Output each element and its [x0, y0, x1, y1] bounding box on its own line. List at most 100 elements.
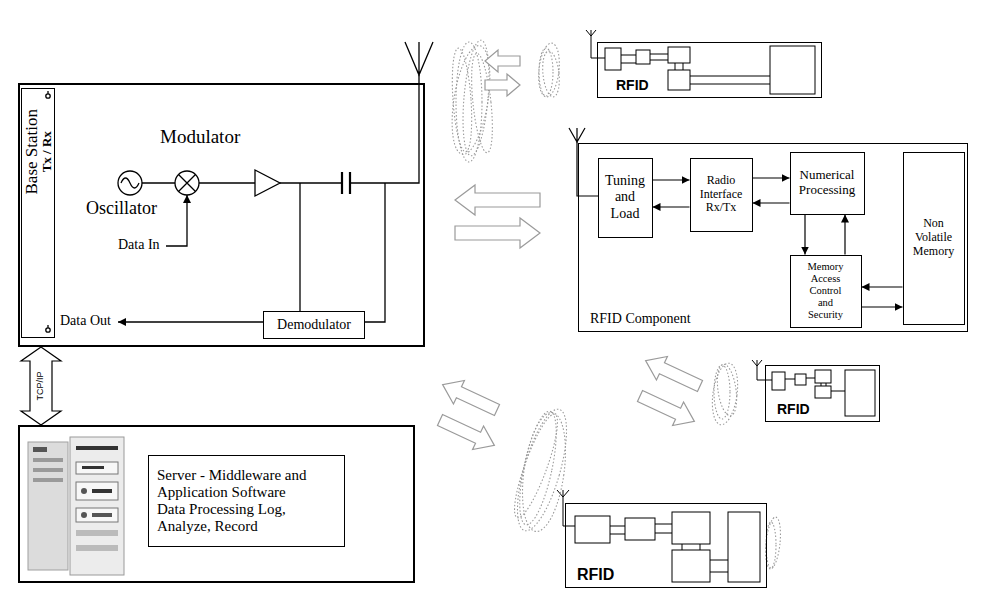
server-icon — [81, 512, 87, 518]
signal-wire — [280, 182, 342, 183]
signal-name: Data Out — [60, 313, 111, 329]
tag-circuit — [668, 70, 690, 90]
box-label: Tuning and Load — [602, 173, 648, 221]
radio-wave — [516, 410, 572, 534]
oscillator-symbol — [121, 178, 139, 188]
tag-circuit — [672, 512, 710, 544]
demodulator-box: Demodulator — [263, 311, 365, 339]
transmit-chain — [46, 42, 433, 332]
transfer-arrow — [455, 218, 540, 248]
rfid-component: Tuning and Load Radio Interface Rx/Tx Nume… — [578, 143, 968, 332]
oscillator-symbol — [118, 171, 142, 195]
radio-wave — [536, 42, 562, 98]
server-icon — [33, 447, 47, 452]
tag-antenna — [569, 128, 598, 196]
transfer-arrow — [437, 373, 502, 422]
tag-circuit — [845, 370, 875, 416]
signal-arrow — [862, 306, 903, 307]
server-icon — [33, 458, 63, 462]
tag-circuit — [668, 47, 690, 63]
tag-antenna — [577, 142, 598, 196]
transfer-arrow — [635, 384, 700, 433]
server-icon — [33, 478, 63, 482]
connector-group — [21, 178, 903, 425]
terminal-symbol — [46, 94, 50, 98]
server-icon — [76, 545, 118, 551]
radio-wave — [539, 48, 553, 96]
server-icon — [92, 513, 112, 517]
function-block: Radio Interface Rx/Tx — [690, 158, 753, 232]
amplifier-symbol — [255, 170, 280, 196]
box-label: Numerical Processing — [794, 168, 860, 198]
block-label: Modulator — [160, 126, 240, 148]
signal-wire — [199, 182, 255, 183]
radio-wave — [459, 39, 493, 157]
function-block: Tuning and Load — [598, 158, 653, 238]
box-label: Radio Interface Rx/Tx — [694, 174, 748, 215]
radio-wave — [507, 404, 576, 535]
tag-circuit — [636, 50, 650, 64]
radio-wave — [512, 408, 564, 527]
box-label: Server - Middleware and Application Soft… — [157, 467, 313, 536]
radio-wave — [541, 50, 562, 97]
memory-block: Non Volatile Memory — [903, 152, 965, 325]
radio-wave — [507, 411, 565, 522]
data-in-wire — [166, 195, 187, 246]
tag-circuit — [795, 374, 806, 385]
box-label: Non Volatile Memory — [908, 217, 960, 258]
signal-wire — [142, 182, 175, 183]
tag-circuit — [752, 360, 772, 380]
rfid-tag: RFID — [597, 42, 822, 98]
tag-circuit — [610, 524, 728, 572]
capacitor-symbol — [342, 172, 350, 194]
signal-arrow — [804, 215, 805, 255]
server-icon — [70, 437, 124, 575]
radio-wave — [709, 362, 741, 427]
tag-label: RFID — [777, 401, 810, 417]
tag-circuit — [586, 30, 605, 58]
signal-arrow — [753, 177, 790, 178]
transfer-arrow — [455, 185, 540, 215]
transfer-arrow — [435, 408, 500, 457]
antenna-feed — [350, 75, 419, 183]
function-block: Memory Access Control and Security — [790, 255, 862, 328]
network-link — [21, 347, 61, 425]
server-icon — [33, 468, 63, 472]
server-icon — [28, 437, 124, 575]
signal-arrow — [753, 202, 790, 203]
tag-label: RFID — [616, 77, 649, 93]
unit-subtitle: Tx / Rx — [40, 109, 53, 194]
mixer-symbol — [175, 171, 199, 195]
band-text-frame: Base StationTx / Rx — [22, 89, 53, 336]
radio-wave — [714, 365, 730, 419]
tag-circuit — [557, 30, 875, 582]
band-text-stack: Base StationTx / Rx — [23, 109, 53, 194]
server-icon — [82, 466, 104, 469]
antenna-symbol — [405, 42, 433, 75]
signal-arrow — [862, 286, 903, 287]
rfid-tag: RFID — [565, 503, 767, 588]
tag-antenna — [569, 128, 585, 142]
signal-arrow — [653, 179, 690, 180]
rfid-tag: RFID — [765, 365, 880, 422]
transfer-arrow — [640, 349, 705, 398]
tag-circuit — [728, 512, 760, 582]
server-icon — [76, 446, 118, 450]
tag-label: RFID — [577, 566, 614, 584]
tag-circuit — [672, 550, 710, 582]
box-label: Demodulator — [277, 317, 351, 333]
server-icon — [76, 508, 118, 522]
server-icon — [76, 482, 118, 500]
terminal-symbol — [47, 91, 48, 94]
tag-circuit — [785, 378, 845, 391]
terminal-symbol — [47, 325, 48, 328]
server-icon — [76, 462, 118, 474]
unit-title: Base Station — [23, 109, 40, 194]
base-station-band: Base StationTx / Rx — [21, 88, 55, 338]
transfer-arrow — [485, 74, 520, 96]
software-box: Server - Middleware and Application Soft… — [148, 455, 345, 547]
transfer-arrow — [435, 50, 706, 457]
tag-circuit — [575, 516, 610, 543]
radio-wave — [456, 42, 482, 162]
